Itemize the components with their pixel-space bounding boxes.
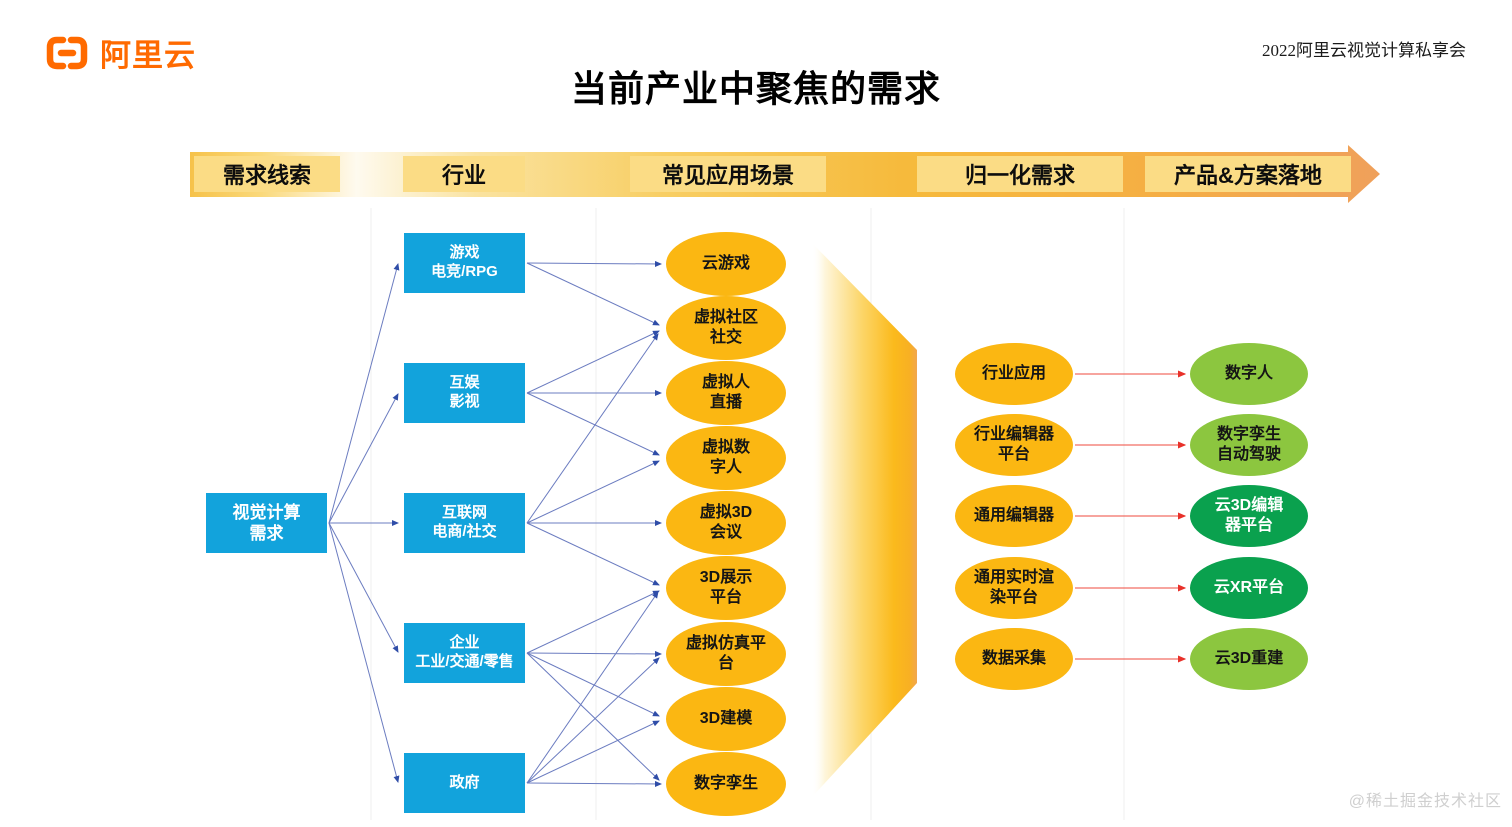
connector-line — [526, 522, 660, 586]
connector-line — [526, 460, 660, 524]
page-title: 当前产业中聚焦的需求 — [570, 68, 941, 109]
brand-name: 阿里云 — [100, 38, 196, 73]
node-demand-general-editor: 通用编辑器 — [955, 485, 1073, 547]
industry-to-application-connectors — [526, 260, 662, 787]
node-app-virtual-human: 虚拟数 字人 — [666, 426, 786, 490]
stage-label-products: 产品&方案落地 — [1145, 156, 1351, 192]
node-industry-enterprise: 企业 工业/交通/零售 — [404, 623, 525, 683]
node-app-cloud-gaming: 云游戏 — [666, 232, 786, 296]
node-demand-industry-editor: 行业编辑器 平台 — [955, 414, 1073, 476]
connector-line — [328, 263, 400, 524]
node-industry-gaming: 游戏 电竞/RPG — [404, 233, 525, 293]
connector-line — [526, 591, 659, 784]
connector-line — [526, 262, 660, 326]
funnel-shape — [812, 243, 917, 797]
node-app-simulation: 虚拟仿真平 台 — [666, 622, 786, 686]
connector-line — [328, 522, 400, 783]
event-title: 2022阿里云视觉计算私享会 — [1262, 41, 1466, 60]
connector-line — [526, 260, 662, 267]
node-app-3d-modeling: 3D建模 — [666, 687, 786, 751]
node-demand-data-collection: 数据采集 — [955, 628, 1073, 690]
connector-line — [526, 650, 662, 657]
connector-line — [328, 522, 399, 653]
node-visual-computing-demand: 视觉计算 需求 — [206, 493, 327, 553]
node-industry-entertainment: 互娱 影视 — [404, 363, 525, 423]
node-product-twin-autodrive: 数字孪生 自动驾驶 — [1190, 414, 1308, 476]
stage-label-industry: 行业 — [403, 156, 525, 192]
connector-line — [526, 333, 659, 524]
node-industry-government: 政府 — [404, 753, 525, 813]
stage-label-app-scenarios: 常见应用场景 — [630, 156, 826, 192]
node-app-digital-twin: 数字孪生 — [666, 752, 786, 816]
connector-line — [328, 393, 399, 524]
stage-label-normalized: 归一化需求 — [917, 156, 1123, 192]
connector-line — [526, 330, 660, 394]
node-app-virtual-live: 虚拟人 直播 — [666, 361, 786, 425]
node-demand-industry-app: 行业应用 — [955, 343, 1073, 405]
connector-line — [526, 780, 662, 787]
root-to-industry-connectors — [328, 263, 400, 783]
demand-to-product-connectors — [1075, 370, 1187, 663]
node-app-virtual-community: 虚拟社区 社交 — [666, 296, 786, 360]
node-app-3d-showcase: 3D展示 平台 — [666, 556, 786, 620]
connector-line — [526, 652, 660, 781]
node-industry-internet: 互联网 电商/社交 — [404, 493, 525, 553]
connector-line — [526, 720, 660, 784]
node-product-cloud-xr-platform: 云XR平台 — [1190, 557, 1308, 619]
node-product-cloud-3d-rebuild: 云3D重建 — [1190, 628, 1308, 690]
node-app-3d-meeting: 虚拟3D 会议 — [666, 491, 786, 555]
connector-line — [526, 657, 660, 784]
connector-line — [526, 590, 660, 654]
node-product-digital-human: 数字人 — [1190, 343, 1308, 405]
node-product-cloud-3d-editor: 云3D编辑 器平台 — [1190, 485, 1308, 547]
connector-line — [526, 652, 660, 717]
connector-line — [526, 392, 660, 456]
aliyun-bracket-icon — [46, 36, 88, 69]
stage-label-demand-leads: 需求线索 — [194, 156, 340, 192]
aliyun-logo: 阿里云 — [44, 30, 196, 75]
watermark: @稀土掘金技术社区 — [1348, 793, 1502, 810]
node-demand-realtime-render: 通用实时渲 染平台 — [955, 557, 1073, 619]
